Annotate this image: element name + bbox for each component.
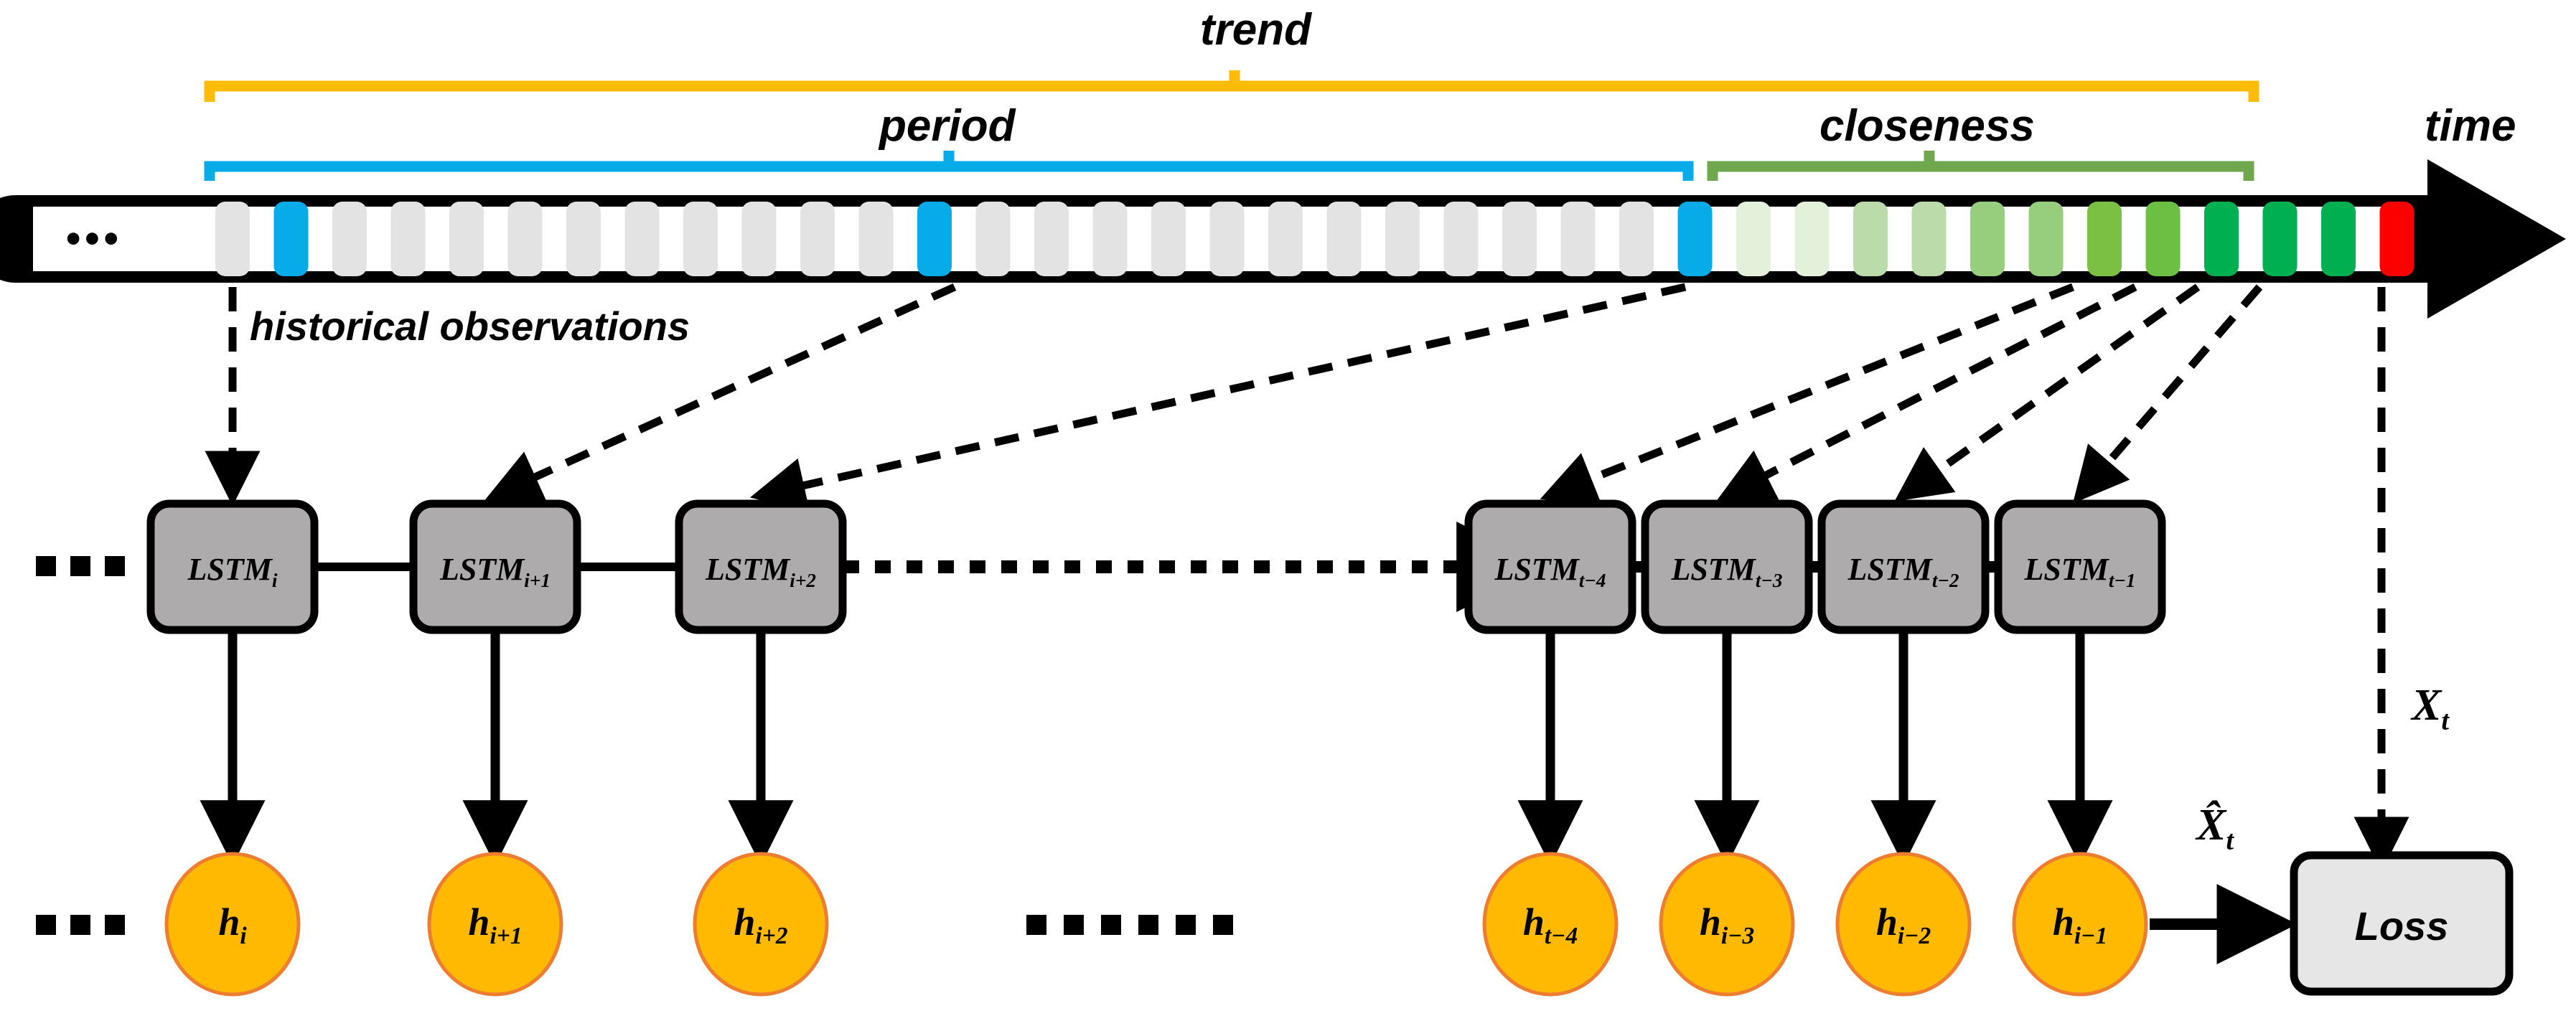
trend-label: trend (1200, 5, 1311, 55)
ground-truth-label: Xt (2412, 681, 2450, 736)
timeline-cell (390, 202, 426, 276)
lstm-box-label: LSTMt−4 (1494, 552, 1606, 591)
trend-bracket (204, 70, 2259, 102)
lstm-box-label: LSTMt−2 (1847, 552, 1959, 591)
timeline-cell (2028, 202, 2064, 276)
hidden-state-circle (427, 852, 563, 997)
dashed-input-arrows (205, 283, 2409, 872)
closeness-bracket (1707, 151, 2254, 181)
time-label: time (2425, 101, 2516, 151)
lstm-box-label: LSTMi+1 (439, 552, 551, 591)
timeline-cell (624, 202, 660, 276)
timeline-cell (1209, 202, 1245, 276)
timeline-cell (566, 202, 601, 276)
lstm-row (146, 499, 2166, 634)
timeline-cell (449, 202, 484, 276)
timeline-cell (2204, 202, 2239, 276)
historical-observations-label: historical observations (250, 304, 690, 349)
timeline-cell (1326, 202, 1362, 276)
lstm-box-label: LSTMi (187, 552, 278, 591)
timeline-cell (2145, 202, 2181, 276)
timeline-cell (975, 202, 1011, 276)
timeline-cell (800, 202, 835, 276)
timeline-cell (1970, 202, 2005, 276)
timeline-cell (1853, 202, 1888, 276)
hidden-state-circle (1835, 852, 1972, 997)
timeline-cell (1911, 202, 1947, 276)
hidden-state-label: hi−2 (1875, 900, 1931, 949)
timeline-cell (1502, 202, 1537, 276)
hidden-state-circle (2012, 852, 2148, 997)
timeline-cell (2262, 202, 2298, 276)
timeline-cell (2321, 202, 2356, 276)
hidden-state-row (164, 852, 2148, 997)
closeness-label: closeness (1819, 101, 2035, 151)
timeline-cell (1385, 202, 1420, 276)
timeline-cell (1794, 202, 1830, 276)
timeline-cell (1677, 202, 1713, 276)
dashed-arrow-to-lstm-i1 (484, 283, 957, 502)
timeline-cell (741, 202, 777, 276)
timeline-cell (507, 202, 543, 276)
timeline-cell (2379, 202, 2415, 276)
dashed-arrow-to-lstm-t2 (1894, 283, 2201, 502)
hidden-state-label: hi (218, 900, 247, 949)
lstm-box-label: LSTMt−1 (2024, 552, 2136, 591)
dashed-arrow-to-lstm-t1 (2072, 284, 2263, 504)
hidden-state-label: hi+1 (468, 900, 523, 949)
timeline-cell (1619, 202, 1654, 276)
hidden-state-label: hi−3 (1699, 900, 1755, 949)
timeline-cell (1736, 202, 1771, 276)
timeline-cell (1151, 202, 1186, 276)
loss-node (2150, 851, 2514, 996)
hidden-state-label: ht−4 (1522, 900, 1578, 949)
lstm-box-label: LSTMt−3 (1671, 552, 1783, 591)
loss-box-label: Loss (2354, 903, 2449, 949)
timeline-cell (683, 202, 718, 276)
timeline-cell (215, 202, 250, 276)
dashed-arrow-to-lstm-t4 (1540, 283, 2075, 504)
hidden-state-circle (693, 852, 829, 997)
period-label: period (879, 101, 1016, 151)
timeline-cell (1268, 202, 1303, 276)
svg-text:•••: ••• (66, 215, 123, 262)
timeline-cell (1034, 202, 1069, 276)
lstm-to-hidden-arrows (200, 630, 2113, 866)
hidden-state-label: hi+2 (734, 900, 788, 949)
timeline-cell (1092, 202, 1128, 276)
timeline-bar: ••• (0, 159, 2566, 319)
dashed-arrow-to-lstm-t3 (1717, 283, 2137, 500)
row-ellipsis-dots (36, 556, 1233, 935)
timeline-cell (1560, 202, 1596, 276)
lstm-box-label: LSTMi+2 (705, 552, 817, 591)
timeline-cell (917, 202, 952, 276)
hidden-state-circle (1482, 852, 1619, 997)
hidden-state-label: hi−1 (2052, 900, 2108, 949)
period-bracket (204, 151, 1694, 181)
timeline-cell (2087, 202, 2122, 276)
hidden-state-circle (1659, 852, 1795, 997)
predicted-value-label: X̂t (2196, 801, 2234, 856)
hidden-state-circle (164, 852, 301, 997)
dashed-arrow-to-lstm-i2 (749, 283, 1687, 513)
timeline-cell (332, 202, 367, 276)
timeline-cell (273, 202, 309, 276)
timeline-cell (1443, 202, 1479, 276)
timeline-cell (858, 202, 894, 276)
